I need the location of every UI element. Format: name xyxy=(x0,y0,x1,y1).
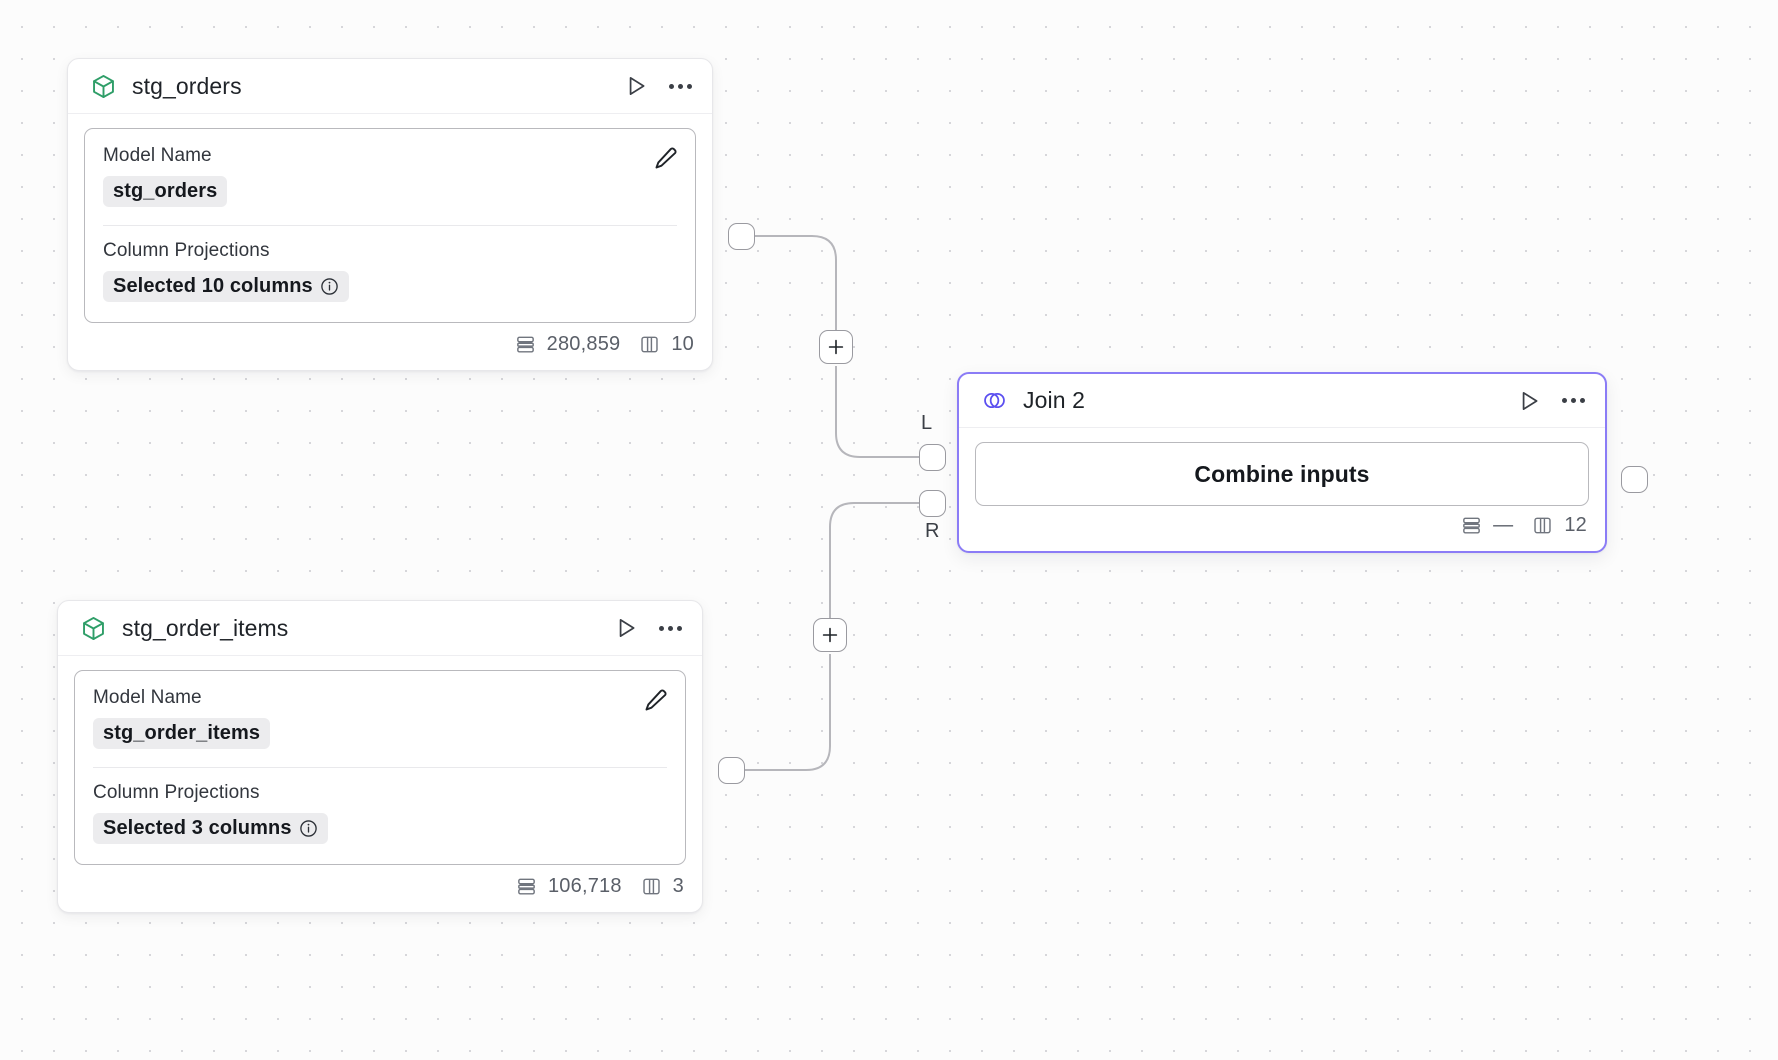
node-header: Join 2 xyxy=(959,374,1605,428)
chip-value: Selected 10 columns xyxy=(113,275,313,297)
columns-icon xyxy=(638,333,661,356)
node-title: Join 2 xyxy=(1023,387,1085,413)
edge-plus-to-join-left xyxy=(835,366,920,458)
row-count-value: — xyxy=(1493,514,1514,536)
combine-inputs-button[interactable]: Combine inputs xyxy=(975,442,1589,506)
field-label-model-name: Model Name xyxy=(103,145,212,166)
row-count-stat: 280,859 xyxy=(514,333,621,356)
chip-value: stg_orders xyxy=(113,180,218,202)
info-icon[interactable] xyxy=(320,277,339,296)
column-count-value: 10 xyxy=(671,333,694,355)
edge-plus-to-stg-order-items xyxy=(745,654,831,771)
more-options-icon[interactable] xyxy=(1560,388,1587,414)
field-label-column-projections: Column Projections xyxy=(93,782,260,803)
rows-icon xyxy=(515,875,538,898)
output-port-join-2[interactable] xyxy=(1621,466,1648,493)
node-body: Combine inputs xyxy=(959,428,1605,514)
columns-icon xyxy=(640,875,663,898)
row-count-value: 280,859 xyxy=(546,333,621,355)
rows-icon xyxy=(514,333,537,356)
node-body: Model Name stg_orders Column Projections… xyxy=(68,114,712,333)
output-port-stg-order-items[interactable] xyxy=(718,757,745,784)
node-stg-orders[interactable]: stg_orders Model Name xyxy=(67,58,713,371)
run-icon[interactable] xyxy=(621,71,651,101)
edit-pencil-icon[interactable] xyxy=(650,143,681,174)
field-label-column-projections: Column Projections xyxy=(103,240,270,261)
edit-pencil-icon[interactable] xyxy=(640,685,671,716)
config-panel: Model Name stg_orders Column Projections… xyxy=(84,128,696,323)
edge-join-right-to-plus xyxy=(829,502,920,620)
output-port-stg-orders[interactable] xyxy=(728,223,755,250)
row-count-value: 106,718 xyxy=(547,875,622,897)
chip-column-projections[interactable]: Selected 10 columns xyxy=(103,271,349,302)
info-icon[interactable] xyxy=(299,819,318,838)
rows-icon xyxy=(1460,514,1483,537)
node-header-actions xyxy=(621,71,694,101)
input-port-label-left: L xyxy=(921,412,933,434)
config-panel: Model Name stg_order_items Column Projec… xyxy=(74,670,686,865)
field-label-model-name: Model Name xyxy=(93,687,202,708)
cube-icon xyxy=(88,71,119,102)
input-port-left[interactable] xyxy=(919,444,946,471)
columns-icon xyxy=(1531,514,1554,537)
chip-column-projections[interactable]: Selected 3 columns xyxy=(93,813,328,844)
chip-value: Selected 3 columns xyxy=(103,817,292,839)
row-count-stat: 106,718 xyxy=(515,875,622,898)
node-join-2[interactable]: Join 2 Combine inputs xyxy=(957,372,1607,553)
chip-model-name[interactable]: stg_order_items xyxy=(93,718,271,749)
add-node-button-lower[interactable] xyxy=(813,618,847,652)
column-count-stat: 10 xyxy=(638,333,694,356)
edge-stg-orders-to-join-left xyxy=(755,235,837,332)
node-header-actions xyxy=(1514,386,1587,416)
more-options-icon[interactable] xyxy=(657,615,684,641)
node-stg-order-items[interactable]: stg_order_items Model Na xyxy=(57,600,703,913)
more-options-icon[interactable] xyxy=(667,73,694,99)
node-footer: 280,859 10 xyxy=(68,333,712,370)
column-count-value: 3 xyxy=(672,875,684,897)
chip-value: stg_order_items xyxy=(103,722,261,744)
input-port-label-right: R xyxy=(925,520,940,542)
venn-join-icon xyxy=(979,385,1010,416)
node-footer: 106,718 3 xyxy=(58,875,702,912)
node-header-actions xyxy=(611,613,684,643)
column-count-value: 12 xyxy=(1564,514,1587,536)
column-count-stat: 12 xyxy=(1531,514,1587,537)
node-footer: — 12 xyxy=(959,514,1605,551)
column-count-stat: 3 xyxy=(640,875,684,898)
node-header: stg_orders xyxy=(68,59,712,114)
chip-model-name[interactable]: stg_orders xyxy=(103,176,228,207)
add-node-button-upper[interactable] xyxy=(819,330,853,364)
run-icon[interactable] xyxy=(1514,386,1544,416)
cube-icon xyxy=(78,613,109,644)
node-header: stg_order_items xyxy=(58,601,702,656)
node-title: stg_order_items xyxy=(122,614,289,641)
panel-divider xyxy=(93,767,667,768)
input-port-right[interactable] xyxy=(919,490,946,517)
panel-divider xyxy=(103,225,677,226)
node-title: stg_orders xyxy=(132,72,242,99)
row-count-stat: — xyxy=(1460,514,1513,537)
run-icon[interactable] xyxy=(611,613,641,643)
node-body: Model Name stg_order_items Column Projec… xyxy=(58,656,702,875)
